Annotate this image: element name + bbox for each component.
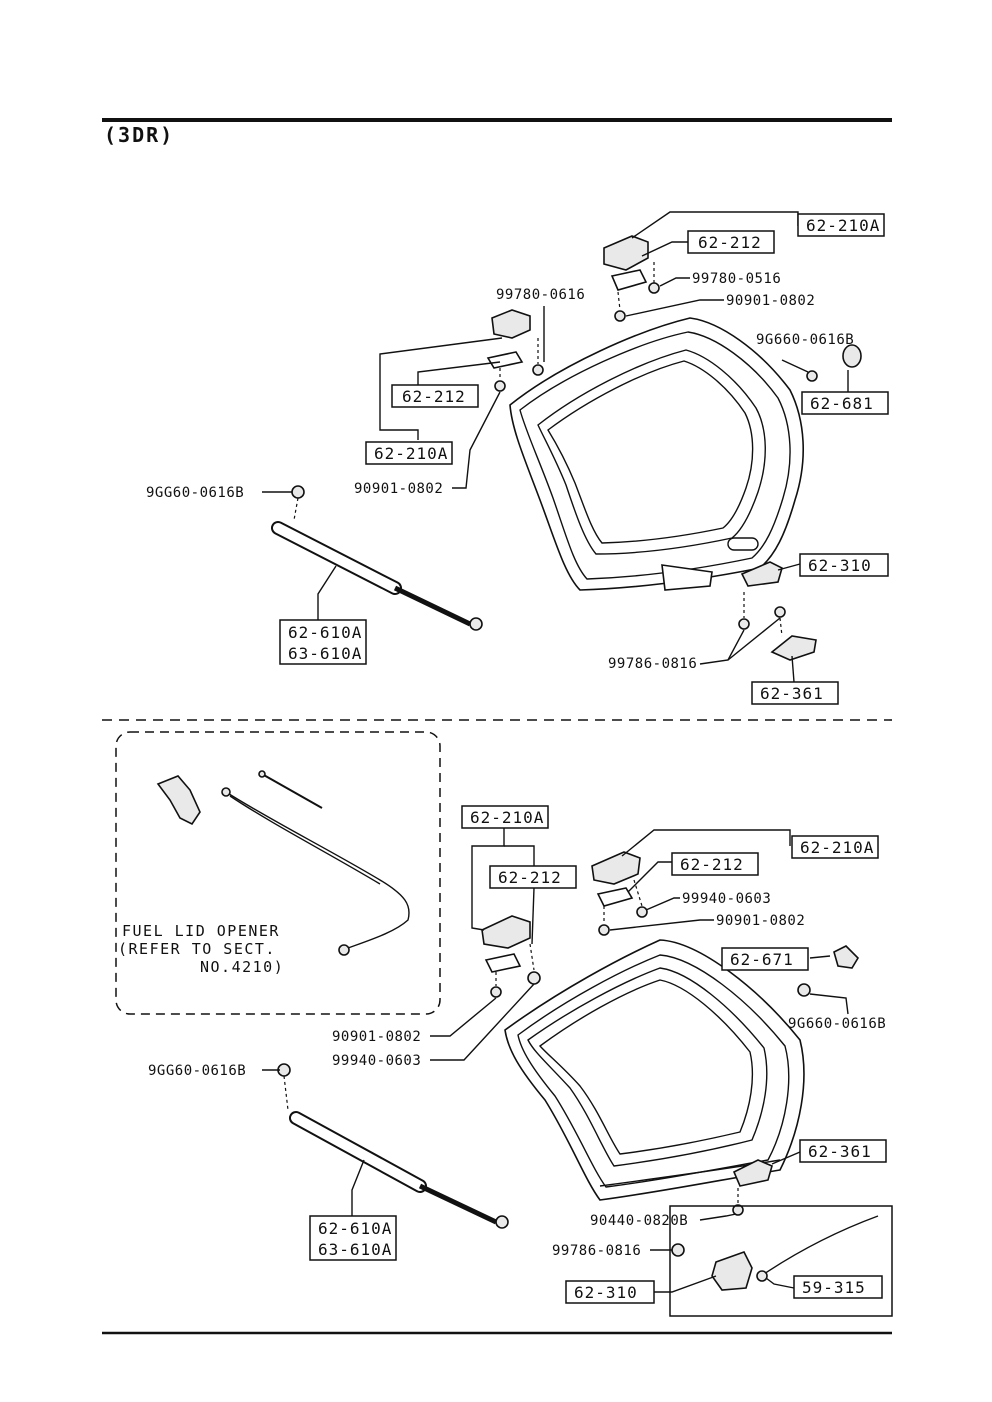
upper-label-damper-part-b: 63-610A (288, 644, 362, 663)
section-title: (3DR) (104, 123, 174, 147)
lower-label-hinge-right-hinge: 62-212 (680, 855, 744, 874)
upper-striker-part (770, 635, 817, 661)
lower-glass-inner (538, 979, 754, 1155)
lower-left-hinge-assy (481, 915, 531, 949)
upper-bumper-part (842, 344, 862, 368)
lower-label-hinge-right-nut2: 99940-0603 (682, 891, 771, 907)
upper-damper-end (469, 617, 483, 631)
lower-label-hinge-left-assy: 62-210A (470, 808, 544, 827)
upper-damper-bolt (291, 485, 305, 499)
lower-liftgate-inner (517, 954, 790, 1188)
lower-label-hinge-left-hinge: 62-212 (498, 868, 562, 887)
upper-latch-part (740, 561, 783, 587)
lower-label-latch-bolt: 99786-0816 (552, 1243, 641, 1259)
upper-label-latch-part: 62-310 (808, 556, 872, 575)
lower-right-hinge-nut (598, 924, 610, 936)
upper-label-bumper-screw: 9G660-0616B (756, 332, 854, 348)
upper-label-hinge-right-nut: 90901-0802 (726, 293, 815, 309)
fuel-lid-opener-lever (156, 775, 201, 826)
upper-glass (537, 349, 766, 555)
lower-left-hinge-nut2 (527, 971, 541, 985)
fuel-lid-opener-rod (261, 773, 323, 809)
fuel-lid-opener-cable (225, 791, 410, 949)
upper-lower-skirt (661, 564, 713, 591)
lower-latch-part (711, 1251, 753, 1291)
lower-striker-bolt (732, 1204, 744, 1216)
note-line-2: (REFER TO SECT. (118, 940, 276, 958)
lower-label-hinge-left-nut2: 99940-0603 (332, 1053, 421, 1069)
upper-left-hinge-bolt (532, 364, 544, 376)
upper-label-damper-part-a: 62-610A (288, 623, 362, 642)
upper-assembly: 62-210A 62-212 99780-0516 90901-0802 997… (146, 211, 889, 705)
lower-label-damper-bolt: 9GG60-0616B (148, 1063, 246, 1079)
lower-damper-rod (418, 1183, 498, 1225)
upper-liftgate-panel (509, 317, 804, 591)
lower-label-hinge-right-assy: 62-210A (800, 838, 874, 857)
lower-label-hinge-left-nut: 90901-0802 (332, 1029, 421, 1045)
lower-bumper-part (833, 945, 860, 969)
upper-label-hinge-right-hinge: 62-212 (698, 233, 762, 252)
latch-detail-frame (669, 1205, 893, 1317)
fuel-lid-opener-inset (115, 731, 441, 1015)
lower-label-latch-part: 62-310 (574, 1283, 638, 1302)
lower-label-latch-rod: 59-315 (802, 1278, 866, 1297)
upper-label-latch-bolt: 99786-0816 (608, 656, 697, 672)
upper-right-hinge-nut (614, 310, 626, 322)
lower-label-striker-bolt: 90440-0820B (590, 1213, 688, 1229)
upper-handle-emblem (727, 537, 759, 551)
upper-label-hinge-left-nut: 90901-0802 (354, 481, 443, 497)
lower-striker-part (732, 1159, 773, 1187)
lower-latch-rod (763, 1215, 879, 1275)
upper-label-damper-bolt: 9GG60-0616B (146, 485, 244, 501)
upper-label-hinge-left-hinge: 62-212 (402, 387, 466, 406)
upper-liftgate-inner (519, 331, 791, 580)
note-line-3: NO.4210) (200, 958, 284, 976)
note-line-1: FUEL LID OPENER (122, 922, 280, 940)
upper-right-hinge-bolt (648, 282, 660, 294)
lower-latch-bolt (671, 1243, 685, 1257)
upper-label-hinge-left-assy: 62-210A (374, 444, 448, 463)
lower-right-hinge-bracket (596, 887, 634, 907)
upper-label-hinge-left-bolt: 99780-0616 (496, 287, 585, 303)
lower-glass (527, 967, 768, 1167)
upper-label-hinge-right-bolt: 99780-0516 (692, 271, 781, 287)
lower-label-damper-part-a: 62-610A (318, 1219, 392, 1238)
lower-label-damper-part-b: 63-610A (318, 1240, 392, 1259)
lower-left-hinge-nut (490, 986, 502, 998)
lower-assembly: FUEL LID OPENER (REFER TO SECT. NO.4210) (115, 731, 893, 1317)
upper-label-hinge-right-assy: 62-210A (806, 216, 880, 235)
lower-bumper-screw (797, 983, 811, 997)
upper-right-hinge-bracket (610, 269, 648, 291)
lower-left-hinge-bracket (484, 953, 522, 973)
upper-label-striker: 62-361 (760, 684, 824, 703)
upper-left-hinge-bracket (486, 351, 524, 369)
lower-damper-end (495, 1215, 509, 1229)
upper-damper-rod (393, 585, 472, 627)
upper-glass-inner (547, 360, 754, 544)
upper-label-bumper-part: 62-681 (810, 394, 874, 413)
upper-right-hinge-assy (603, 235, 649, 271)
upper-bumper-screw (806, 370, 818, 382)
lower-label-hinge-right-nut: 90901-0802 (716, 913, 805, 929)
upper-left-hinge-assy (491, 309, 531, 339)
lower-right-hinge-assy (591, 851, 641, 885)
lower-label-bumper-part: 62-671 (730, 950, 794, 969)
lower-right-hinge-nut2 (636, 906, 648, 918)
upper-latch-bolt (738, 618, 750, 630)
upper-left-hinge-nut (494, 380, 506, 392)
lower-label-bumper-screw: 9G660-0616B (788, 1016, 886, 1032)
lower-label-striker-part: 62-361 (808, 1142, 872, 1161)
